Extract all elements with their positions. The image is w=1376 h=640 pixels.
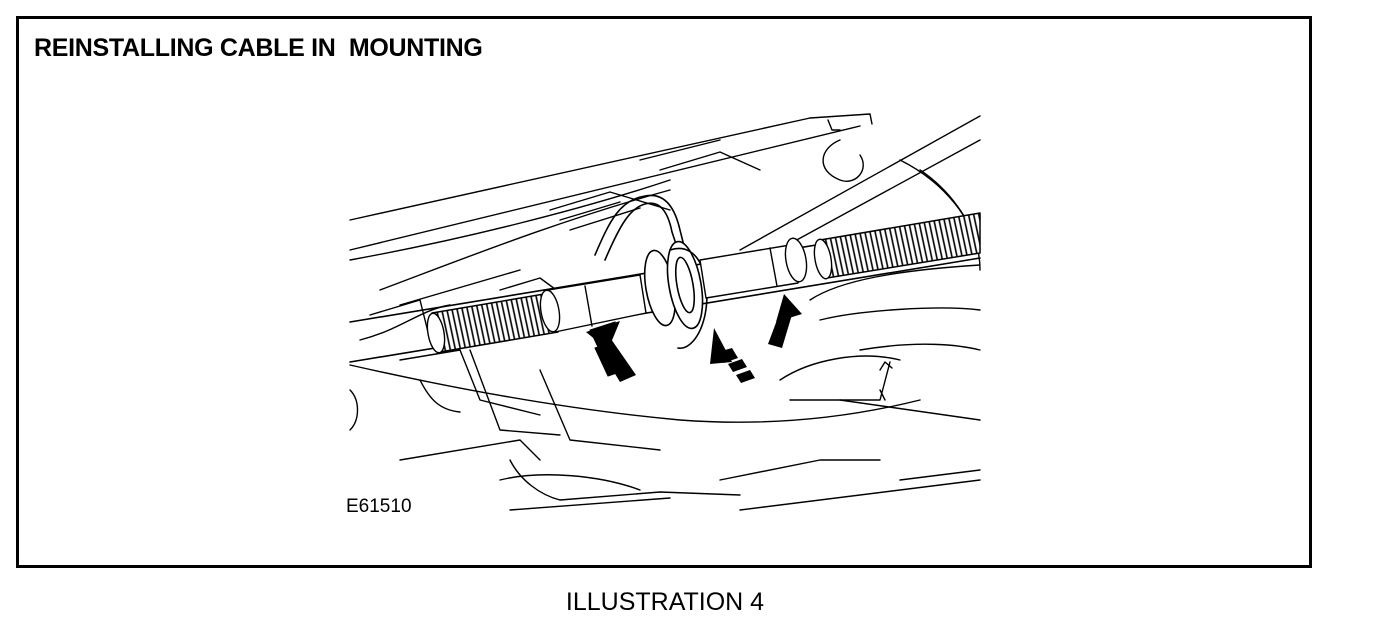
figure-caption: ILLUSTRATION 4 xyxy=(565,588,765,616)
install-arrow-right xyxy=(768,294,802,348)
lower-underbody xyxy=(349,349,921,511)
right-body-structure xyxy=(739,115,981,511)
figure-code: E61510 xyxy=(346,496,412,517)
install-arrow-center-dashed xyxy=(710,328,755,383)
cable-mounting-illustration xyxy=(349,113,981,511)
figure-title: REINSTALLING CABLE IN MOUNTING xyxy=(34,34,483,62)
left-cable-ferrule xyxy=(539,274,647,333)
cable-mounting-bracket xyxy=(594,194,708,349)
right-cable-ferrule xyxy=(699,237,808,299)
left-cable-sleeve xyxy=(426,292,559,354)
install-arrow-left xyxy=(586,321,636,382)
figure-frame xyxy=(16,16,1312,568)
right-cable-sleeve xyxy=(813,212,981,280)
